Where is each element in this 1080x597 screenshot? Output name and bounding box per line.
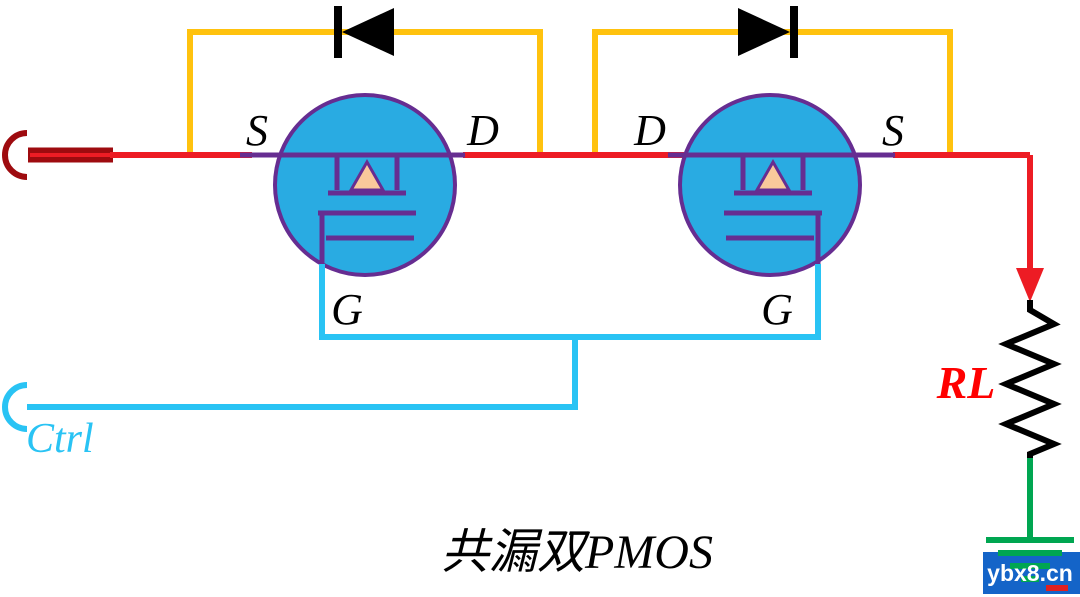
left-pmos-arrow-icon [348,158,386,192]
right-body-diode-icon [738,6,798,58]
watermark-badge [983,552,1080,594]
right-pmos-transistor [668,93,895,277]
left-source-label: S [246,106,268,155]
watermark-text: ybx8.cn [987,560,1073,586]
ground-icon [986,537,1074,582]
load-label: RL [936,357,996,408]
right-drain-label: D [633,106,666,155]
gate-bus-wire [319,264,821,340]
ctrl-label: Ctrl [26,416,94,462]
left-drain-label: D [466,106,499,155]
left-body-diode-icon [334,6,394,58]
ctrl-wire [27,337,578,410]
diagram-title: 共漏双PMOS [441,526,713,579]
left-pmos-transistor [240,93,465,277]
right-gate-label: G [761,285,793,334]
load-resistor-icon [998,300,1062,458]
right-source-label: S [882,106,904,155]
right-pmos-arrow-icon [754,158,792,192]
ctrl-port-icon [2,382,28,432]
left-gate-label: G [331,285,363,334]
current-arrow-icon [1016,268,1044,302]
input-port-icon [2,130,28,180]
